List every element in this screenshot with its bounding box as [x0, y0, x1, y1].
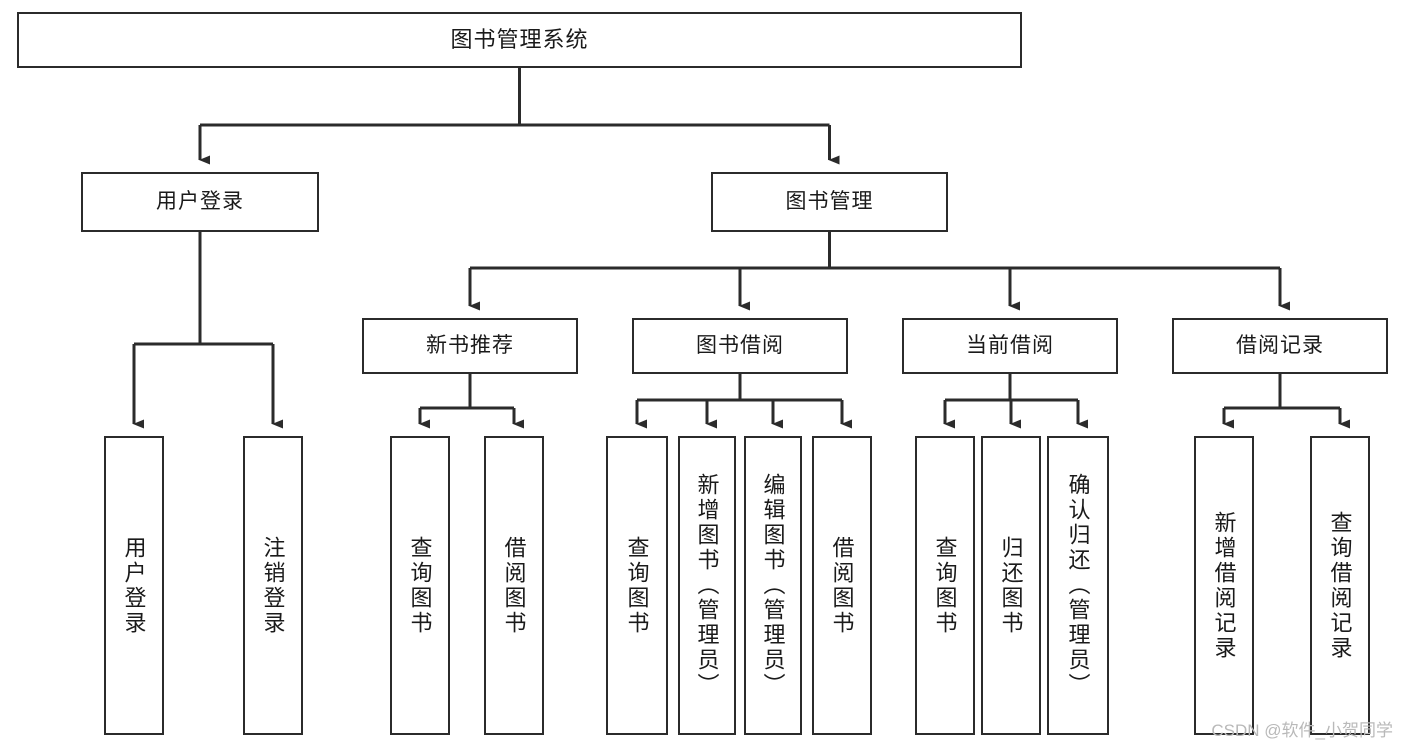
leaf-query-book-3[interactable]: 查询图书 — [915, 436, 975, 735]
leaf-add-borrow-record-label: 新增借阅记录 — [1211, 510, 1237, 661]
leaf-logout-label: 注销登录 — [260, 535, 286, 636]
node-root-label: 图书管理系统 — [450, 27, 589, 53]
node-book-borrow-label: 图书借阅 — [696, 333, 784, 357]
node-root[interactable]: 图书管理系统 — [17, 12, 1022, 68]
leaf-borrow-book-2-label: 借阅图书 — [829, 535, 855, 636]
leaf-user-login[interactable]: 用户登录 — [104, 436, 164, 735]
leaf-confirm-return-label: 确认归还（管理员） — [1065, 473, 1091, 698]
leaf-query-book-1-label: 查询图书 — [407, 535, 433, 636]
leaf-logout[interactable]: 注销登录 — [243, 436, 303, 735]
leaf-add-borrow-record[interactable]: 新增借阅记录 — [1194, 436, 1254, 735]
leaf-edit-book-label: 编辑图书（管理员） — [760, 473, 786, 698]
leaf-borrow-book-1-label: 借阅图书 — [501, 535, 527, 636]
leaf-query-book-2-label: 查询图书 — [624, 535, 650, 636]
leaf-query-borrow-record-label: 查询借阅记录 — [1327, 510, 1353, 661]
leaf-edit-book[interactable]: 编辑图书（管理员） — [744, 436, 802, 735]
node-current-borrow[interactable]: 当前借阅 — [902, 318, 1118, 374]
watermark: CSDN @软件_小贺同学 — [1211, 721, 1393, 740]
leaf-add-book[interactable]: 新增图书（管理员） — [678, 436, 736, 735]
node-book-borrow[interactable]: 图书借阅 — [632, 318, 848, 374]
node-book-manage-label: 图书管理 — [785, 189, 874, 213]
leaf-query-book-2[interactable]: 查询图书 — [606, 436, 668, 735]
node-borrow-record[interactable]: 借阅记录 — [1172, 318, 1388, 374]
leaf-borrow-book-1[interactable]: 借阅图书 — [484, 436, 544, 735]
node-current-borrow-label: 当前借阅 — [966, 333, 1054, 357]
node-borrow-record-label: 借阅记录 — [1236, 333, 1324, 357]
leaf-query-book-1[interactable]: 查询图书 — [390, 436, 450, 735]
leaf-borrow-book-2[interactable]: 借阅图书 — [812, 436, 872, 735]
leaf-user-login-label: 用户登录 — [121, 535, 147, 636]
node-user-login-label: 用户登录 — [156, 189, 244, 213]
leaf-query-borrow-record[interactable]: 查询借阅记录 — [1310, 436, 1370, 735]
leaf-return-book[interactable]: 归还图书 — [981, 436, 1041, 735]
leaf-query-book-3-label: 查询图书 — [932, 535, 958, 636]
leaf-add-book-label: 新增图书（管理员） — [694, 473, 720, 698]
leaf-confirm-return[interactable]: 确认归还（管理员） — [1047, 436, 1109, 735]
leaf-return-book-label: 归还图书 — [998, 535, 1024, 636]
node-book-manage[interactable]: 图书管理 — [711, 172, 948, 232]
node-user-login[interactable]: 用户登录 — [81, 172, 319, 232]
node-new-book-recommend-label: 新书推荐 — [426, 333, 514, 357]
node-new-book-recommend[interactable]: 新书推荐 — [362, 318, 578, 374]
